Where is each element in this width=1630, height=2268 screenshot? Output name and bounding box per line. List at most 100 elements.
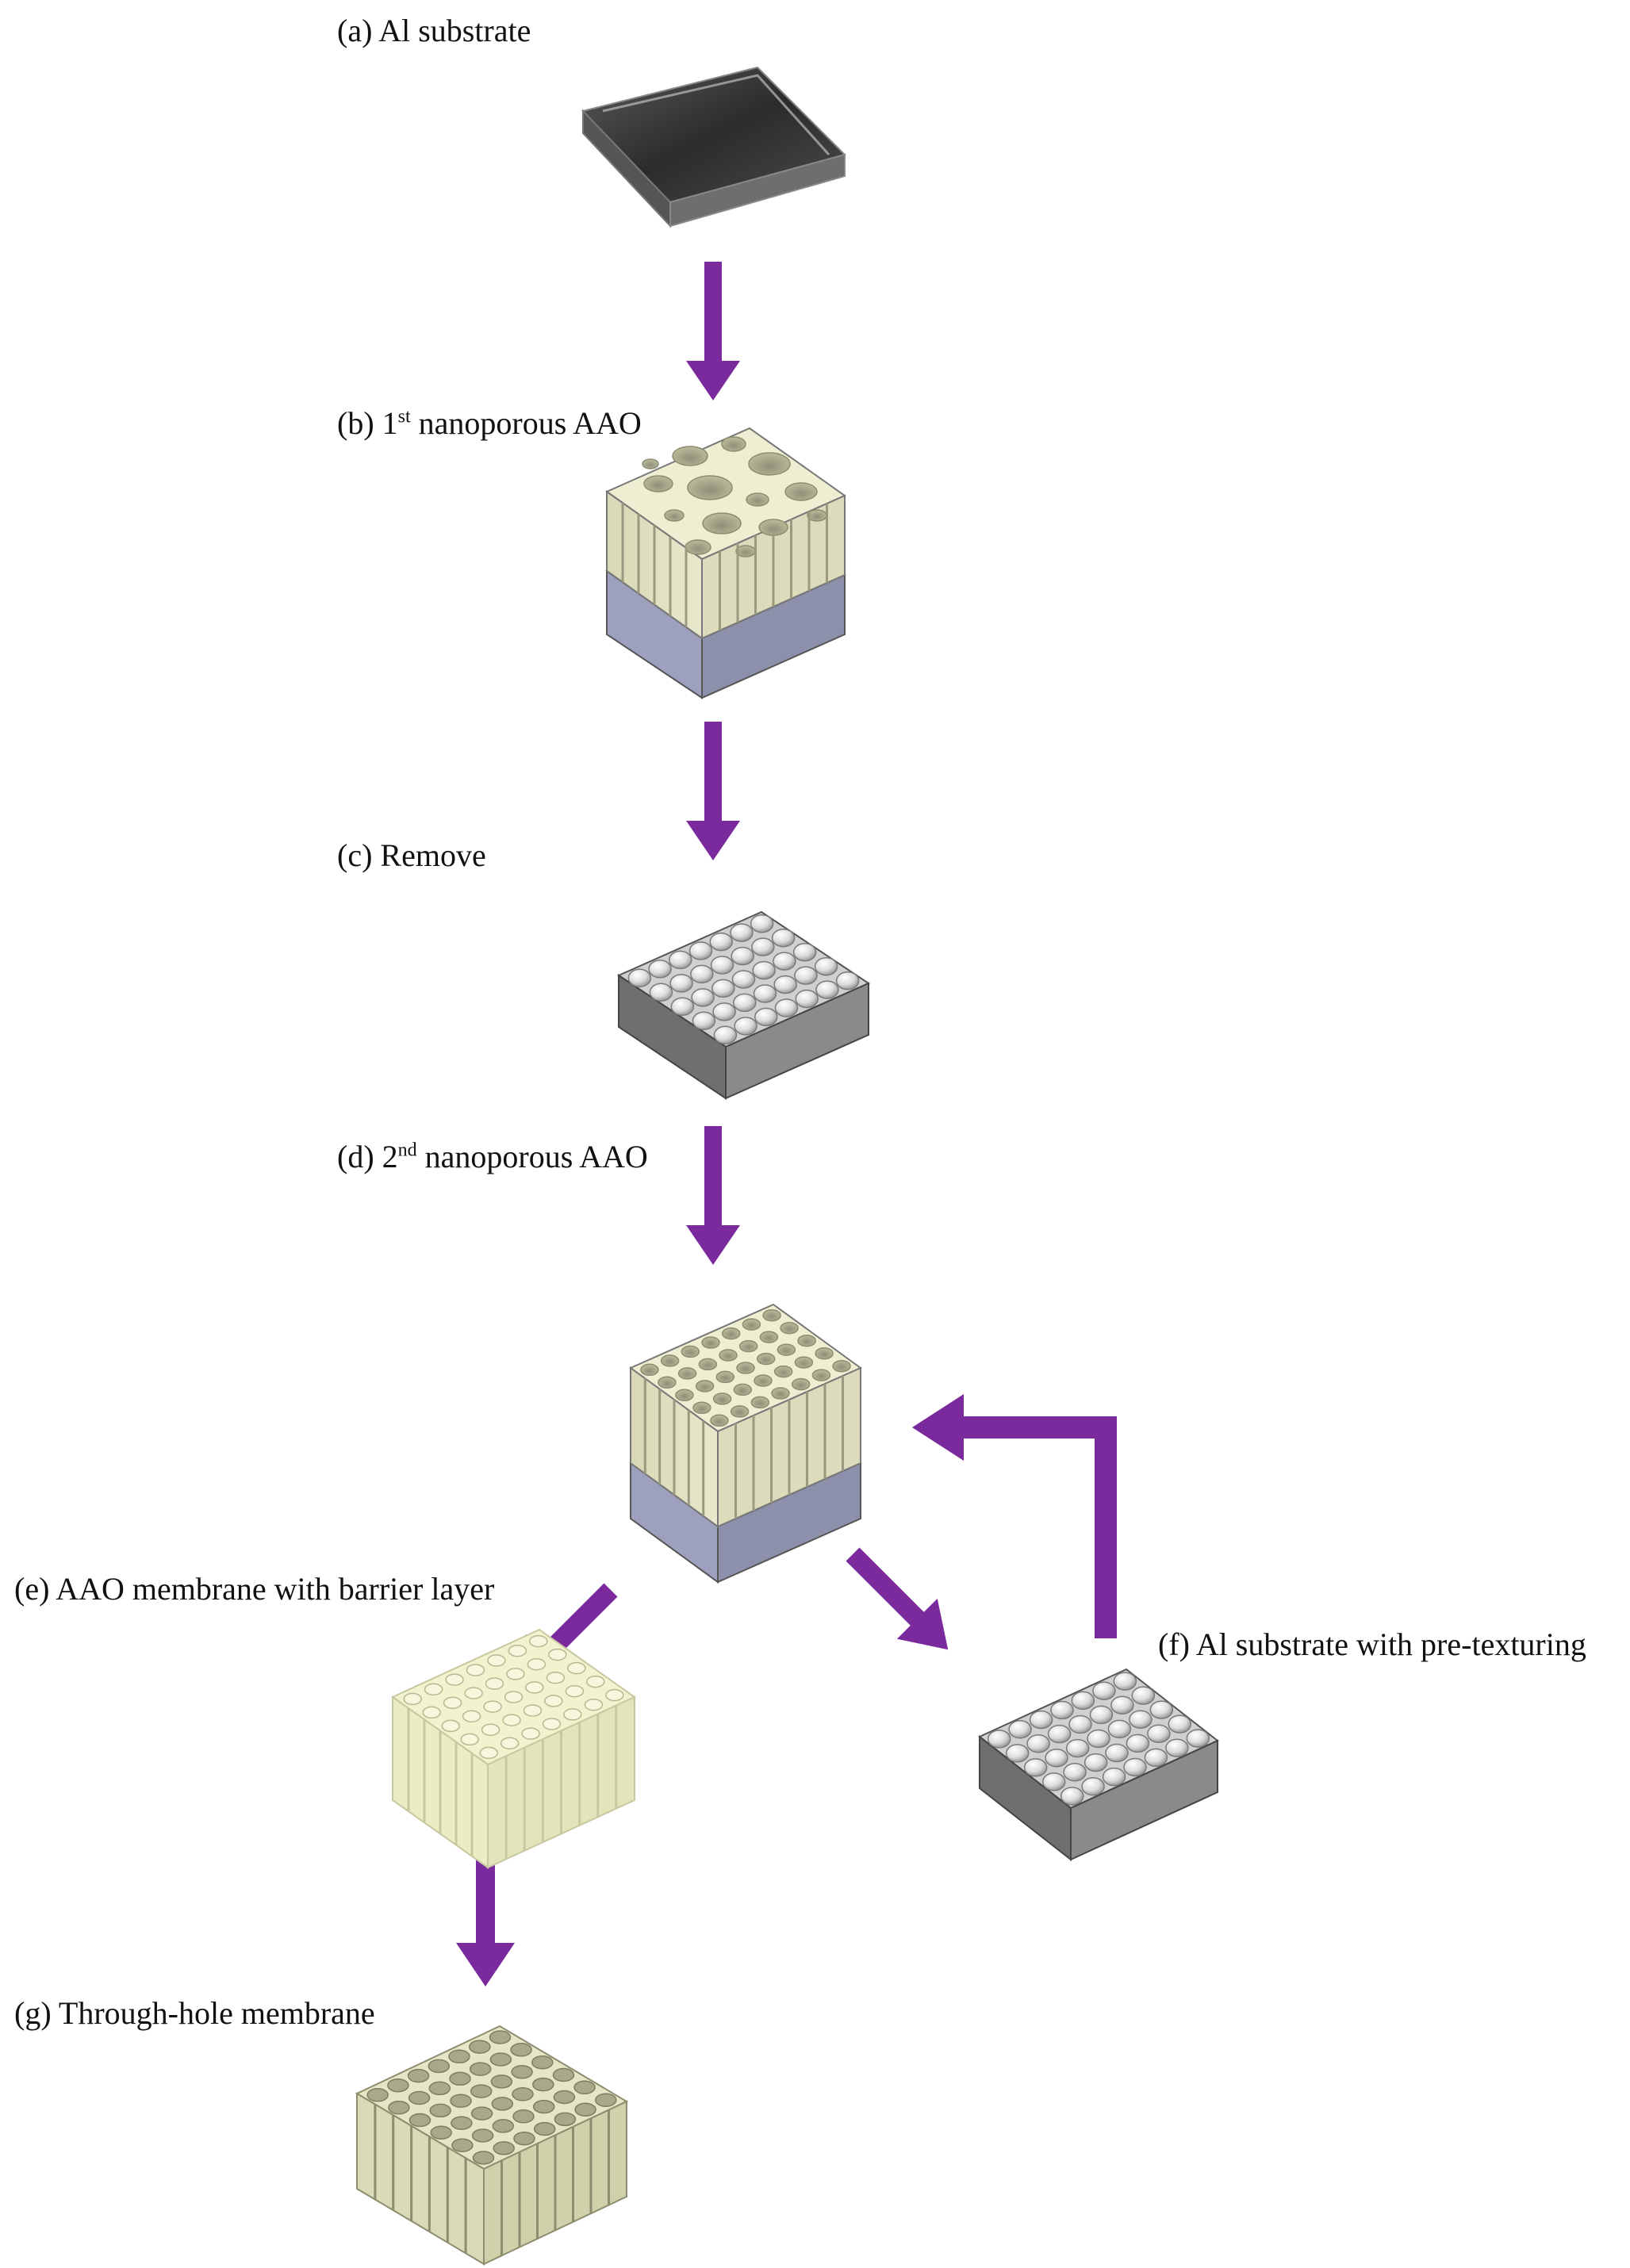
pore	[542, 1718, 562, 1730]
through-hole	[469, 2040, 491, 2054]
through-hole	[448, 2049, 470, 2064]
pore	[759, 1331, 779, 1343]
through-hole	[554, 2112, 577, 2127]
pore	[504, 1691, 524, 1703]
through-hole	[387, 2078, 409, 2093]
dimple	[669, 974, 693, 993]
through-hole	[430, 2125, 452, 2140]
dimple	[648, 960, 672, 979]
label-f-pretextured-al: (f) Al substrate with pre-texturing	[1158, 1626, 1586, 1662]
arrow-b-to-c	[686, 722, 740, 860]
pore	[565, 1684, 585, 1698]
pore	[443, 1696, 462, 1710]
pore	[698, 1358, 718, 1371]
dimple	[1131, 1686, 1156, 1705]
second-aao-block	[629, 1303, 862, 1584]
pore	[485, 1677, 504, 1690]
pore	[771, 1387, 790, 1400]
through-hole	[408, 2113, 431, 2128]
pore	[483, 1700, 502, 1713]
dimple	[712, 1002, 736, 1021]
pore	[832, 1359, 851, 1373]
through-hole	[510, 2043, 532, 2057]
dimple	[750, 914, 774, 933]
dimple	[692, 1011, 716, 1031]
dimple	[1026, 1734, 1050, 1753]
dimple	[1029, 1710, 1053, 1730]
pore	[563, 1708, 582, 1721]
pore	[660, 1354, 680, 1367]
through-hole	[552, 2067, 575, 2082]
label-d-sup: nd	[397, 1140, 417, 1161]
through-hole	[490, 2075, 513, 2089]
dimple	[713, 1025, 738, 1045]
arrow-c-to-d	[686, 1126, 740, 1265]
pore	[675, 1389, 694, 1402]
pore	[742, 1318, 761, 1331]
dimple	[730, 923, 754, 942]
dimple	[1144, 1748, 1168, 1768]
pore	[748, 452, 791, 476]
pore	[422, 1706, 441, 1719]
pore	[695, 1380, 715, 1393]
dimple	[1063, 1763, 1087, 1782]
dimple	[1147, 1724, 1171, 1743]
dimple	[669, 950, 692, 970]
aao-membrane-barrier-block	[391, 1628, 636, 1869]
through-hole	[451, 2116, 473, 2130]
dimple	[691, 988, 715, 1007]
through-hole	[574, 2102, 596, 2117]
pore	[500, 1737, 520, 1750]
pore	[529, 1634, 548, 1648]
label-g-through-hole: (g) Through-hole membrane	[14, 1995, 375, 2031]
pore	[794, 1356, 814, 1369]
pore	[643, 475, 673, 492]
arrow-f-to-d-recycle	[912, 1394, 1117, 1638]
dimple	[753, 984, 777, 1003]
dimple	[1083, 1753, 1108, 1772]
through-hole	[407, 2068, 430, 2083]
through-hole	[553, 2090, 576, 2105]
dimple	[1050, 1700, 1074, 1720]
through-hole	[472, 2151, 495, 2165]
pore	[525, 1681, 544, 1694]
dimple	[773, 952, 796, 971]
pore	[733, 1383, 753, 1396]
pretextured-al-block	[978, 1668, 1219, 1862]
through-hole	[449, 2071, 471, 2086]
dimple	[1102, 1767, 1126, 1787]
through-hole	[469, 2062, 492, 2076]
al-substrate-plate	[581, 66, 846, 228]
dimple	[711, 979, 735, 998]
pore	[807, 509, 827, 522]
label-d-second-aao: (d) 2nd nanoporous AAO	[337, 1138, 648, 1176]
pore	[797, 1334, 816, 1347]
dimple	[1126, 1734, 1150, 1753]
dimple	[1165, 1738, 1189, 1757]
through-hole	[492, 2119, 515, 2133]
arrow-d-to-f	[846, 1547, 949, 1650]
pore	[815, 1347, 834, 1360]
pore	[584, 1698, 604, 1711]
dimple	[1081, 1777, 1105, 1796]
dimple	[1123, 1757, 1147, 1777]
pore	[640, 1363, 659, 1377]
through-hole	[366, 2088, 389, 2102]
dimple	[1110, 1695, 1134, 1714]
through-hole	[470, 2084, 493, 2098]
dimple	[733, 993, 757, 1013]
dimple	[751, 937, 775, 956]
through-hole	[532, 2099, 555, 2114]
dimple	[1068, 1714, 1092, 1734]
through-hole	[531, 2055, 554, 2070]
dimple	[649, 983, 673, 1002]
dimple	[710, 956, 734, 975]
pore	[735, 545, 756, 557]
pore	[721, 1327, 741, 1340]
dimple	[731, 946, 754, 966]
pore	[736, 1362, 755, 1374]
pore	[462, 1710, 481, 1723]
through-hole	[429, 2103, 451, 2118]
through-hole	[451, 2138, 474, 2152]
pore	[658, 1376, 677, 1389]
